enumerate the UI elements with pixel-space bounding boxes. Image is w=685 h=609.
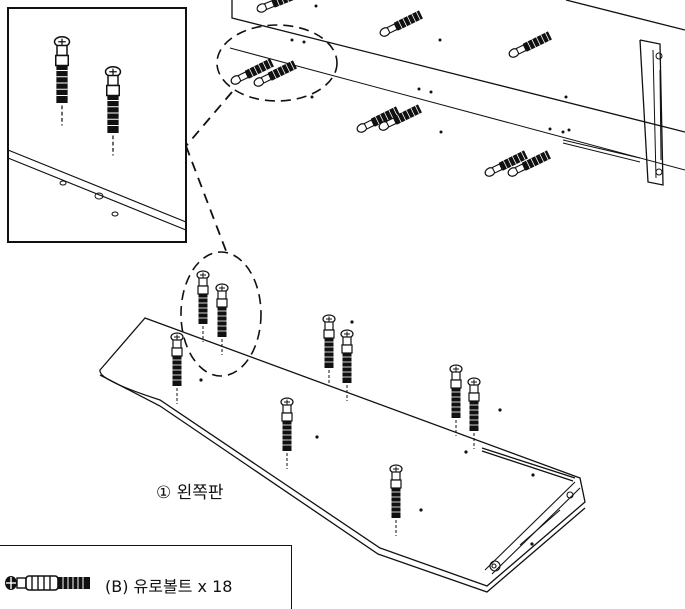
left-panel — [99, 317, 586, 593]
detail-box — [7, 7, 187, 243]
left-panel-rail — [484, 481, 581, 575]
upper-panel — [229, 0, 685, 186]
parts-legend-text: (B) 유로볼트 x 18 — [105, 577, 233, 596]
lower-callout-ellipse — [180, 251, 262, 377]
parts-legend-box — [0, 545, 292, 609]
upper-callout-ellipse — [216, 24, 338, 102]
left-panel-holes — [199, 320, 535, 546]
callout-leaders — [185, 91, 233, 257]
upper-panel-bolts — [228, 0, 553, 179]
upper-panel-bracket — [655, 52, 663, 176]
panel-label-left-side: ① 왼쪽판 — [156, 483, 224, 503]
upper-panel-holes — [290, 4, 571, 134]
euro-bolt-icon — [5, 575, 90, 591]
